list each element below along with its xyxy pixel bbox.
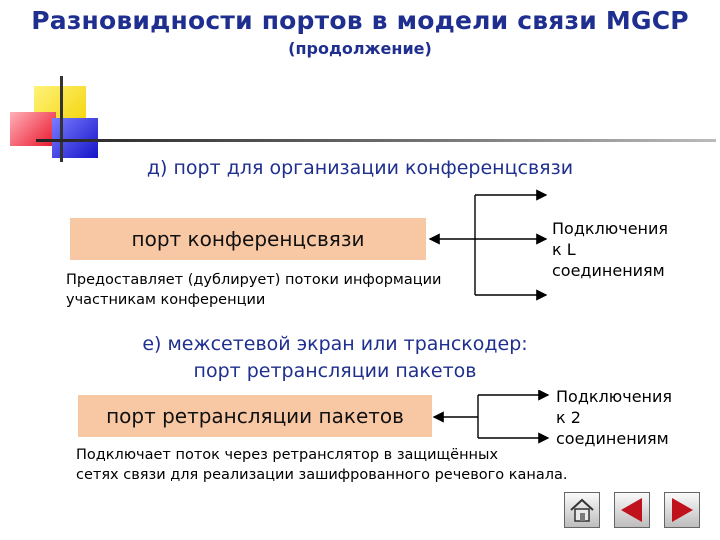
next-slide-button[interactable]: [664, 492, 700, 528]
slide-title: Разновидности портов в модели связи MGCP: [31, 6, 689, 35]
conference-port-label: порт конференцсвязи: [131, 227, 365, 251]
blue-square: [52, 118, 98, 158]
previous-slide-button[interactable]: [614, 492, 650, 528]
relay-connection-arrows: [432, 390, 550, 444]
conference-description-line2: участникам конференции: [66, 292, 266, 308]
conference-connection-arrows: [428, 189, 548, 301]
conference-connections-label: Подключения к L соединениям: [552, 218, 712, 281]
relay-description-line2: сетях связи для реализации зашифрованног…: [76, 467, 568, 483]
relay-connections-line2: к 2: [556, 408, 581, 427]
relay-connections-line1: Подключения: [556, 387, 673, 406]
home-button[interactable]: [564, 492, 600, 528]
relay-connections-line3: соединениям: [556, 429, 669, 448]
conference-description-line1: Предоставляет (дублирует) потоки информа…: [66, 272, 442, 288]
conference-port-box: порт конференцсвязи: [70, 218, 426, 260]
section-e-heading: е) межсетевой экран или транскодер: порт…: [70, 331, 600, 385]
title-divider-line: [36, 139, 716, 142]
section-e-heading-line1: е) межсетевой экран или транскодер:: [142, 333, 528, 355]
home-icon: [570, 498, 594, 522]
decorative-squares-logo: [8, 76, 108, 164]
conference-connections-line3: соединениям: [552, 261, 665, 280]
slide-subtitle: (продолжение): [288, 39, 432, 58]
relay-description-line1: Подключает поток через ретранслятор в за…: [76, 447, 499, 463]
next-arrow-icon: [672, 498, 693, 522]
conference-port-description: Предоставляет (дублирует) потоки информа…: [66, 270, 486, 310]
relay-port-box: порт ретрансляции пакетов: [78, 395, 432, 437]
previous-arrow-icon: [621, 498, 642, 522]
vertical-line: [60, 76, 63, 162]
relay-port-description: Подключает поток через ретранслятор в за…: [76, 445, 636, 485]
relay-connections-label: Подключения к 2 соединениям: [556, 386, 716, 449]
section-d-heading: д) порт для организации конференцсвязи: [146, 157, 574, 179]
conference-connections-line1: Подключения: [552, 219, 669, 238]
conference-connections-line2: к L: [552, 240, 576, 259]
relay-port-label: порт ретрансляции пакетов: [106, 404, 404, 428]
section-e-heading-line2: порт ретрансляции пакетов: [193, 360, 477, 382]
